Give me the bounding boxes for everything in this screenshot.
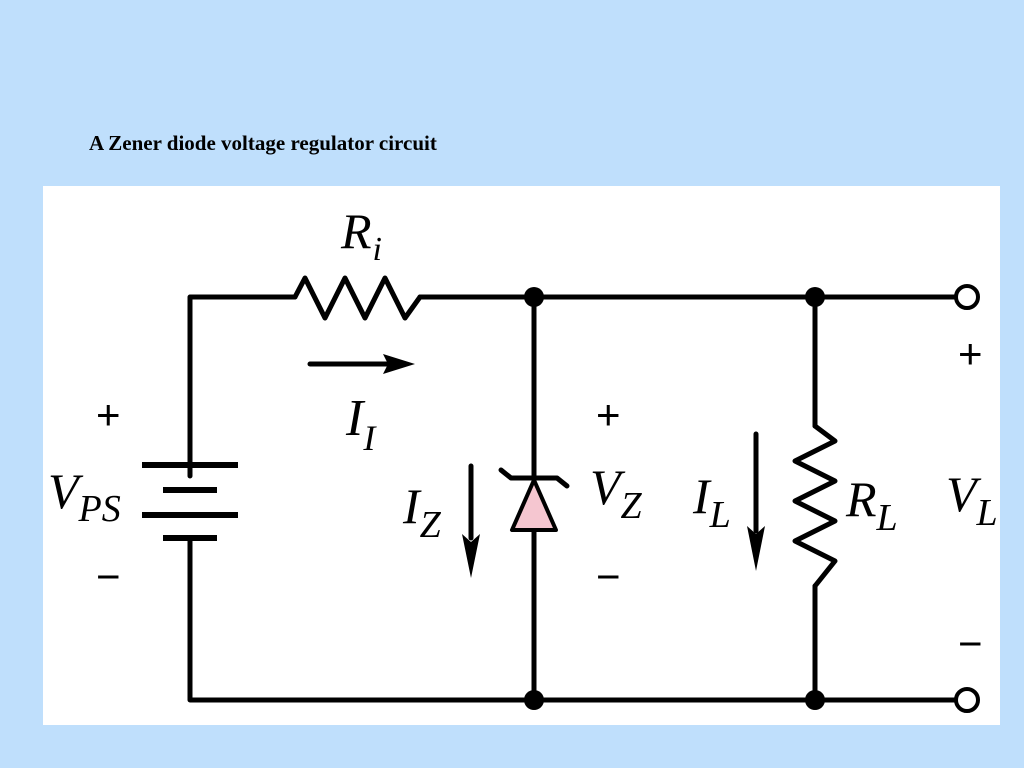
junction-dot bbox=[805, 690, 825, 710]
label-il: IL bbox=[692, 468, 731, 536]
label-vps-sub: PS bbox=[78, 488, 121, 530]
label-iz-sub: Z bbox=[420, 504, 442, 546]
label-ri-main: R bbox=[340, 203, 372, 259]
label-rl: RL bbox=[845, 471, 898, 539]
label-vps-main: V bbox=[48, 463, 84, 519]
label-vl-sub: L bbox=[976, 492, 998, 534]
vps-plus-sign: + bbox=[96, 391, 121, 438]
label-ri-sub: i bbox=[373, 231, 382, 268]
label-il-main: I bbox=[692, 468, 712, 524]
label-il-sub: L bbox=[709, 494, 731, 536]
label-vz: VZ bbox=[590, 459, 643, 527]
label-vl-main: V bbox=[946, 466, 982, 522]
label-ri: Ri bbox=[340, 203, 382, 268]
arrow-ii-head bbox=[383, 354, 415, 374]
label-vz-main: V bbox=[590, 459, 626, 515]
output-terminal-bottom bbox=[954, 687, 980, 713]
label-vps: VPS bbox=[48, 463, 121, 530]
label-vl: VL bbox=[946, 466, 998, 534]
output-terminal-top bbox=[954, 284, 980, 310]
diagram-caption: A Zener diode voltage regulator circuit bbox=[89, 131, 437, 155]
vps-minus-sign: − bbox=[96, 553, 121, 600]
junction-dot bbox=[524, 690, 544, 710]
label-ii-sub: I bbox=[362, 418, 377, 458]
arrow-il-head bbox=[747, 526, 765, 571]
zener-diode-triangle bbox=[510, 478, 558, 532]
vl-plus-sign: + bbox=[958, 330, 983, 377]
battery-plate-long-1 bbox=[142, 462, 238, 468]
battery-plate-short-2 bbox=[163, 535, 217, 541]
label-rl-sub: L bbox=[876, 497, 898, 539]
label-rl-main: R bbox=[845, 471, 877, 527]
battery-plate-long-2 bbox=[142, 512, 238, 518]
arrow-iz-head bbox=[462, 534, 480, 578]
circuit-panel: Ri II VPS IZ VZ IL RL VL + − + − + − bbox=[43, 186, 1000, 725]
bottom-wire bbox=[187, 538, 958, 703]
junction-dot bbox=[524, 287, 544, 307]
label-iz: IZ bbox=[402, 478, 442, 546]
vz-plus-sign: + bbox=[596, 391, 621, 438]
vl-minus-sign: − bbox=[958, 620, 983, 667]
top-wire-left bbox=[187, 294, 298, 479]
vz-minus-sign: − bbox=[596, 553, 621, 600]
label-ii: II bbox=[345, 390, 377, 458]
resistor-ri bbox=[292, 275, 423, 321]
junction-dot bbox=[805, 287, 825, 307]
resistor-rl bbox=[792, 423, 838, 589]
label-iz-main: I bbox=[402, 478, 422, 534]
label-ii-main: I bbox=[345, 390, 366, 447]
battery-plate-short-1 bbox=[163, 487, 217, 493]
circuit-diagram: Ri II VPS IZ VZ IL RL VL + − + − + − bbox=[48, 203, 998, 713]
label-vz-sub: Z bbox=[621, 485, 643, 527]
